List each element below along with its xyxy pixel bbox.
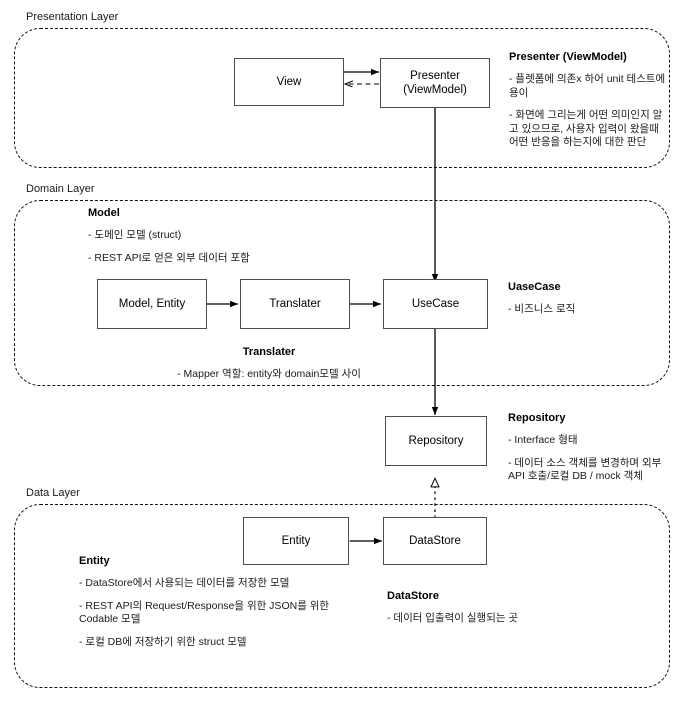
node-translater[interactable]: Translater	[240, 279, 350, 329]
annotation-repository-line-2: - 데이터 소스 객체를 변경하며 외부 API 호출/로컬 DB / mock…	[508, 456, 662, 483]
annotation-model-line-1: - 도메인 모델 (struct)	[88, 229, 182, 241]
annotation-entity-title: Entity	[79, 555, 110, 567]
node-repository-label: Repository	[408, 435, 464, 447]
annotation-datastore-title: DataStore	[387, 590, 439, 602]
node-presenter-label-line2: (ViewModel)	[403, 84, 467, 96]
annotation-entity: Entity - DataStore에서 사용되는 데이터를 저장한 모델 - …	[79, 554, 361, 649]
annotation-repository-title: Repository	[508, 412, 566, 424]
node-usecase[interactable]: UseCase	[383, 279, 488, 329]
annotation-model: Model - 도메인 모델 (struct) - REST API로 얻은 외…	[88, 206, 378, 265]
node-datastore[interactable]: DataStore	[383, 517, 487, 565]
annotation-entity-line-1: - DataStore에서 사용되는 데이터를 저장한 모델	[79, 577, 290, 589]
annotation-repository: Repository - Interface 형태 - 데이터 소스 객체를 변…	[508, 411, 671, 484]
data-layer-caption: Data Layer	[24, 487, 82, 500]
node-presenter[interactable]: Presenter (ViewModel)	[380, 58, 490, 108]
annotation-datastore: DataStore - 데이터 입출력이 실행되는 곳	[387, 589, 587, 626]
node-usecase-label: UseCase	[411, 298, 460, 310]
annotation-model-line-2: - REST API로 얻은 외부 데이터 포함	[88, 251, 250, 264]
annotation-translater: Translater - Mapper 역할: entity와 domain모델…	[119, 345, 419, 382]
annotation-presenter-line-2: - 화면에 그리는게 어떤 의미인지 알고 있으므로, 사용자 입력이 왔을때 …	[509, 109, 663, 148]
node-repository[interactable]: Repository	[385, 416, 487, 466]
domain-layer-caption: Domain Layer	[24, 183, 97, 196]
presentation-layer-container	[14, 28, 670, 168]
node-datastore-label: DataStore	[409, 535, 461, 547]
annotation-presenter-line-1: - 플렛폼에 의존x 하어 unit 테스트에 용이	[509, 73, 666, 99]
annotation-translater-title: Translater	[242, 346, 296, 358]
annotation-translater-line-1: - Mapper 역할: entity와 domain모델 사이	[177, 368, 361, 380]
node-presenter-label-line1: Presenter	[410, 70, 460, 82]
annotation-datastore-line-1: - 데이터 입출력이 실행되는 곳	[387, 612, 519, 624]
annotation-entity-line-2: - REST API의 Request/Response을 위한 JSON를 위…	[79, 599, 330, 626]
domain-layer-container	[14, 200, 670, 386]
presentation-layer-caption: Presentation Layer	[24, 11, 121, 24]
node-model-entity[interactable]: Model, Entity	[97, 279, 207, 329]
annotation-usecase-title: UaseCase	[508, 281, 561, 293]
annotation-usecase: UaseCase - 비즈니스 로직	[508, 280, 658, 317]
annotation-model-title: Model	[88, 207, 120, 219]
node-view-label: View	[276, 76, 302, 88]
annotation-usecase-line-1: - 비즈니스 로직	[508, 303, 576, 315]
node-view[interactable]: View	[234, 58, 344, 106]
node-model-entity-label: Model, Entity	[118, 298, 186, 310]
annotation-presenter: Presenter (ViewModel) - 플렛폼에 의존x 하어 unit…	[509, 50, 669, 150]
node-entity[interactable]: Entity	[243, 517, 349, 565]
data-layer-container	[14, 504, 670, 688]
node-entity-label: Entity	[281, 535, 311, 547]
node-translater-label: Translater	[269, 298, 321, 310]
annotation-repository-line-1: - Interface 형태	[508, 434, 578, 446]
annotation-entity-line-3: - 로컬 DB에 저장하기 위한 struct 모델	[79, 635, 247, 648]
annotation-presenter-title: Presenter (ViewModel)	[509, 51, 627, 63]
